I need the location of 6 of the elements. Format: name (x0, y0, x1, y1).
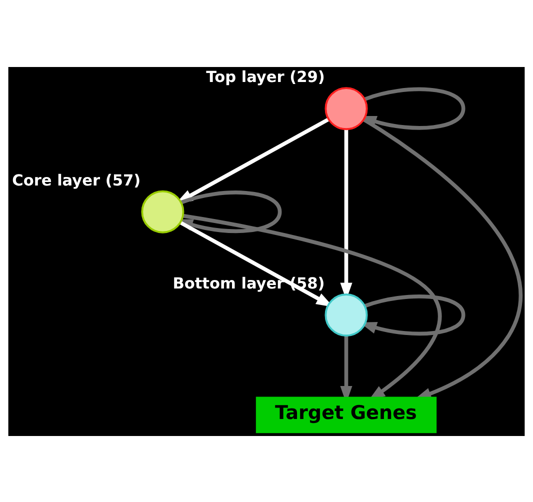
node-circle (141, 190, 184, 233)
node-label: Core layer (57) (12, 170, 141, 189)
node-circle (324, 293, 368, 336)
node-box: Target Genes (256, 396, 437, 433)
node-circle (324, 86, 368, 130)
node-label: Top layer (29) (206, 68, 325, 86)
